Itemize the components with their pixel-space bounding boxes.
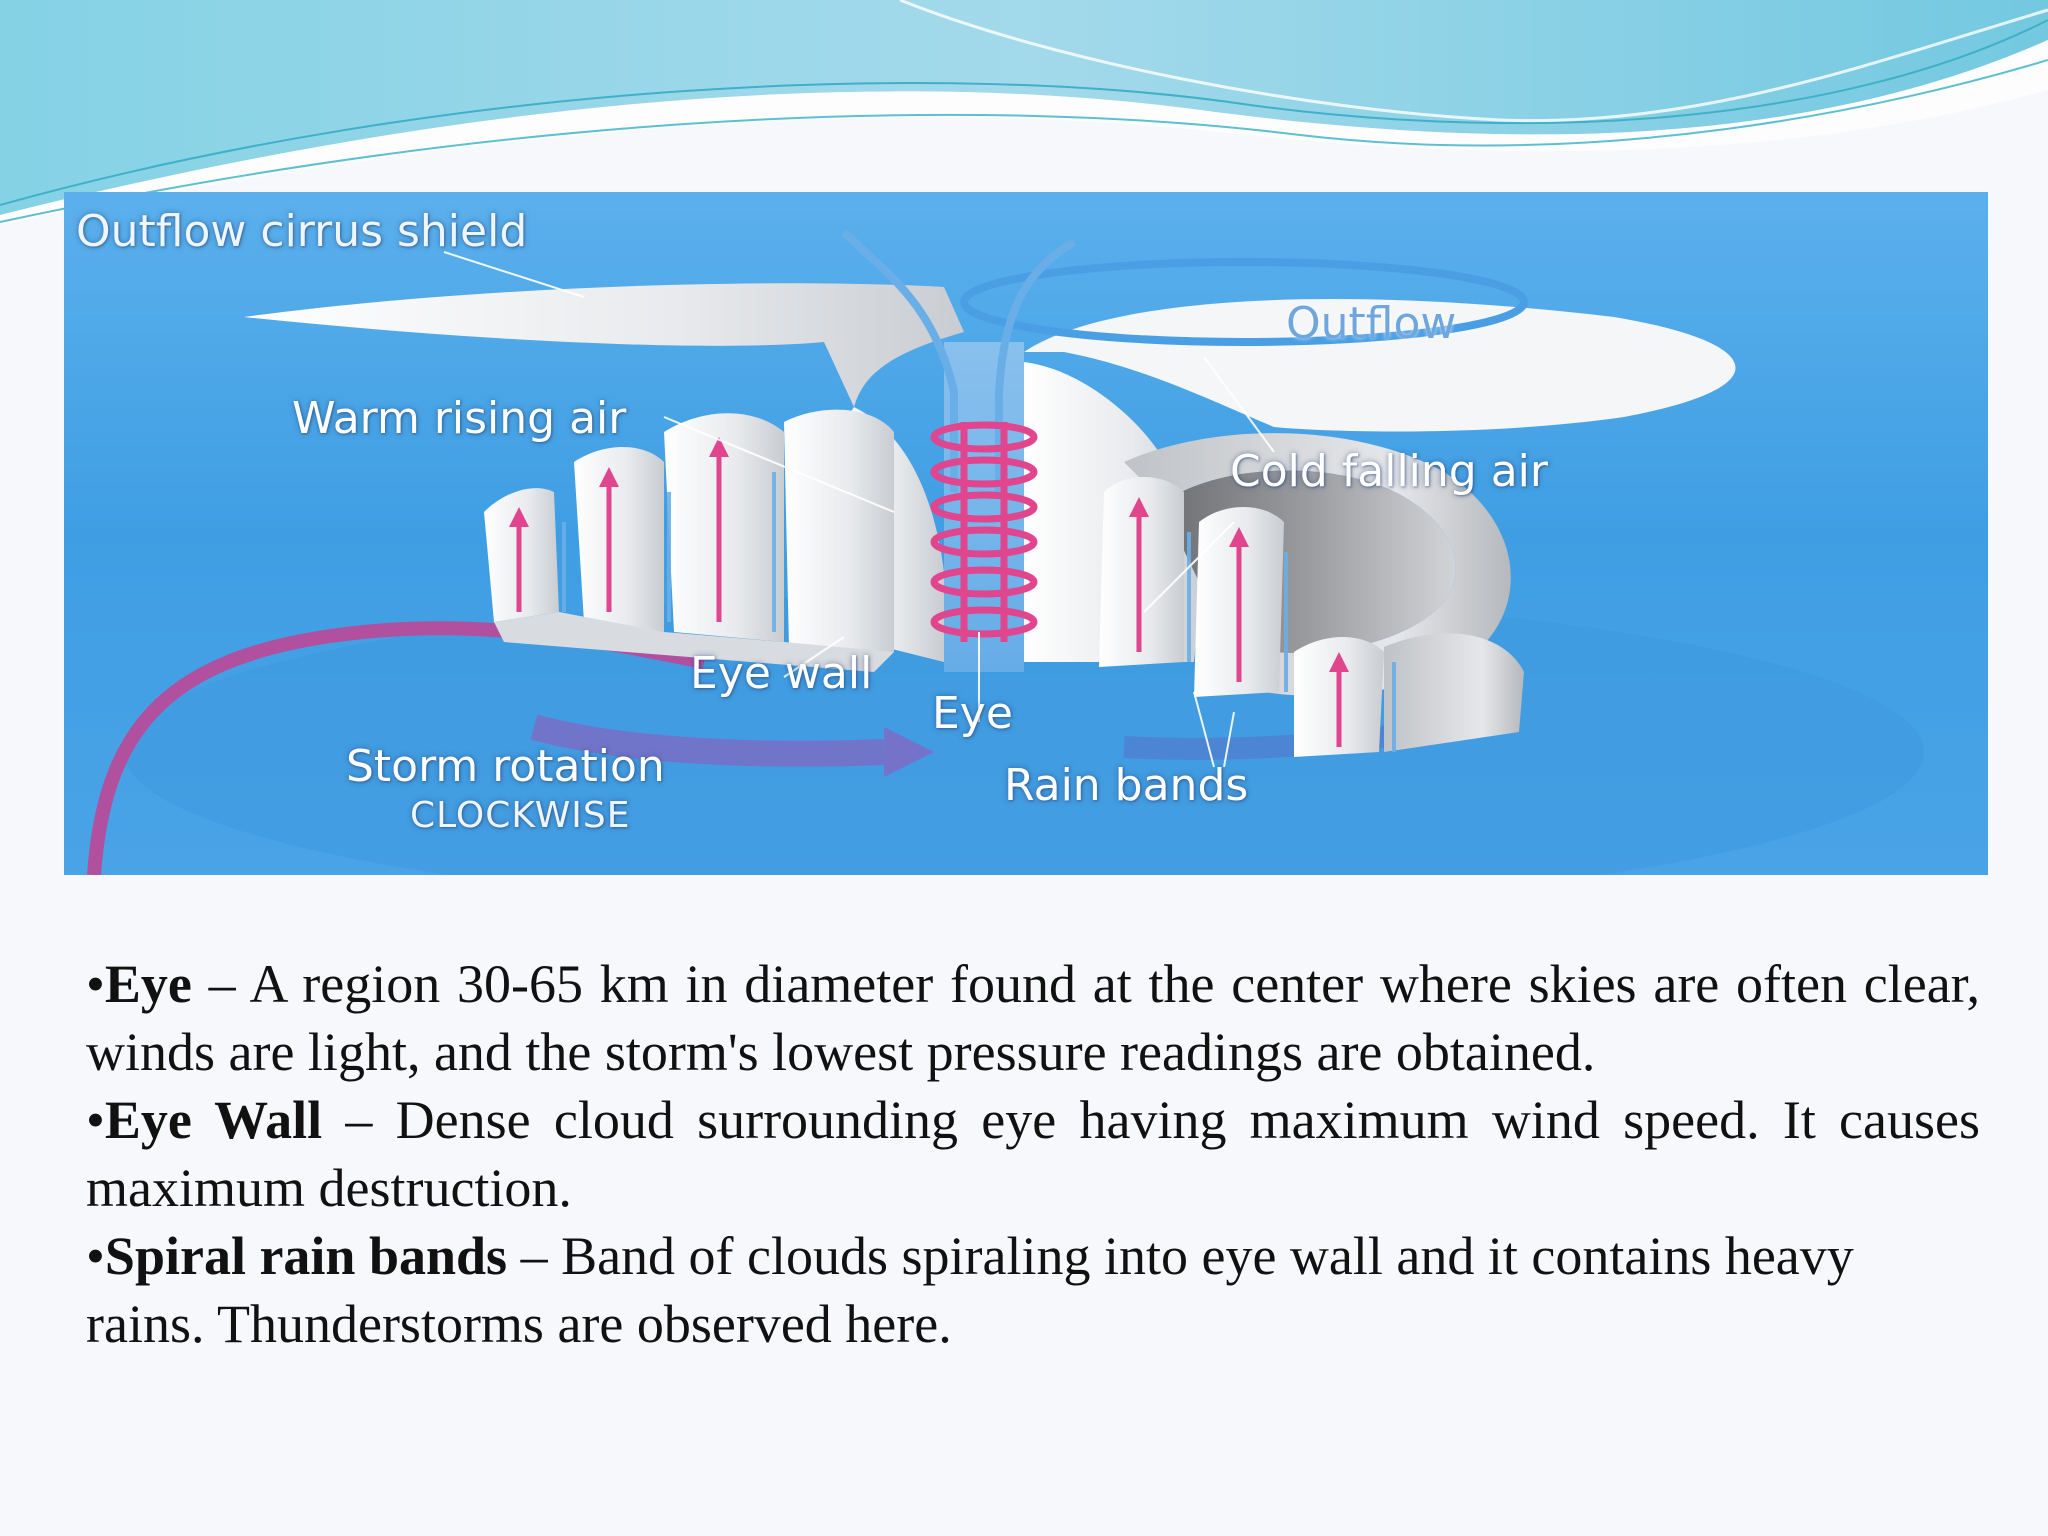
definition-text: A region 30-65 km in diameter found at t… [86,954,1980,1082]
label-storm-rotation: Storm rotation [346,741,665,792]
definition-text: Dense cloud surrounding eye having maxim… [86,1090,1980,1218]
definitions-list: •Eye – A region 30-65 km in diameter fou… [86,950,1980,1358]
label-rain-bands: Rain bands [1004,760,1249,811]
header-wave-decoration [0,0,2048,225]
label-outflow-cirrus-shield: Outflow cirrus shield [76,206,528,257]
hurricane-illustration [64,192,1988,875]
definition-eye: •Eye – A region 30-65 km in diameter fou… [86,950,1980,1086]
cirrus-shield-right [1024,299,1736,432]
label-eye-wall: Eye wall [690,648,873,699]
label-warm-rising-air: Warm rising air [292,393,627,444]
cirrus-shield-left [244,283,964,407]
spiral-airflow-icon [930,421,1038,642]
label-outflow: Outflow [1286,298,1457,349]
outflow-ring-icon [960,258,1528,346]
dash: – [507,1226,562,1286]
warm-air-arrow-icon [509,437,1349,747]
bullet: • [86,1226,105,1286]
definition-eye-wall: •Eye Wall – Dense cloud surrounding eye … [86,1086,1980,1222]
label-eye: Eye [932,688,1013,739]
dash: – [191,954,250,1014]
definition-spiral-rain-bands: •Spiral rain bands – Band of clouds spir… [86,1222,1980,1358]
bullet: • [86,1090,105,1150]
term-eye-wall: Eye Wall [104,1090,323,1150]
label-cold-falling-air: Cold falling air [1230,446,1548,497]
definition-text: Band of clouds spiraling into eye wall a… [86,1226,1854,1354]
term-spiral-rain-bands: Spiral rain bands [104,1226,508,1286]
bullet: • [86,954,105,1014]
hurricane-structure-diagram: Outflow cirrus shield Outflow Warm risin… [64,192,1988,875]
label-clockwise: CLOCKWISE [410,795,631,836]
term-eye: Eye [104,954,192,1014]
dash: – [322,1090,396,1150]
rain-bands-left [484,409,894,672]
